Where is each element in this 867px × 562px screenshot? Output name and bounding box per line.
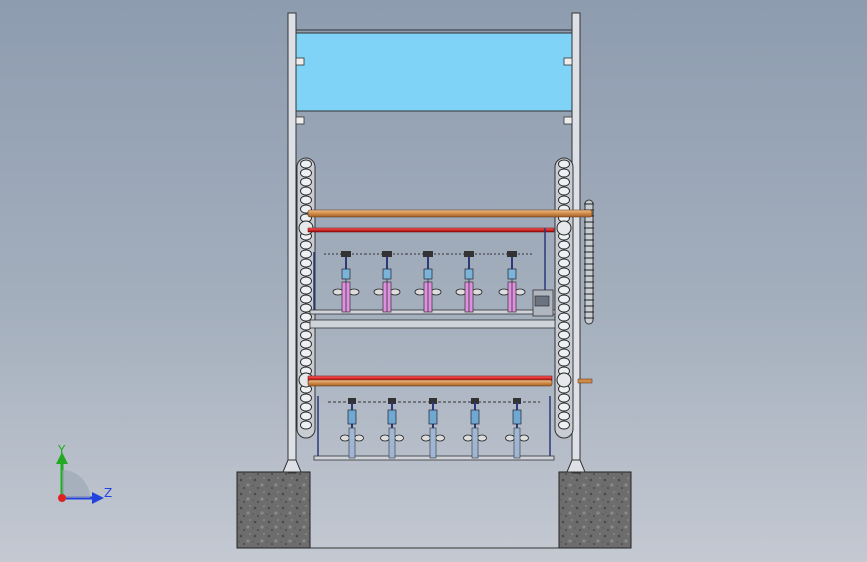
z-axis-label: Z <box>104 486 112 500</box>
concrete-base-left <box>236 471 311 549</box>
upper-shaft-red <box>307 227 555 233</box>
upper-shaft-copper <box>307 209 593 218</box>
concrete-base-right <box>558 471 632 549</box>
lower-units <box>340 398 529 459</box>
top-panel <box>295 32 573 112</box>
lower-shaft-red <box>307 379 553 387</box>
left-column <box>282 12 302 474</box>
upper-carriage <box>309 228 556 329</box>
y-axis-label: Y <box>57 443 66 457</box>
coordinate-triad: Y Z <box>56 443 112 504</box>
chain-left <box>296 157 316 439</box>
chain-right <box>554 157 574 439</box>
side-sprocket <box>584 199 594 325</box>
upper-units <box>324 251 534 313</box>
